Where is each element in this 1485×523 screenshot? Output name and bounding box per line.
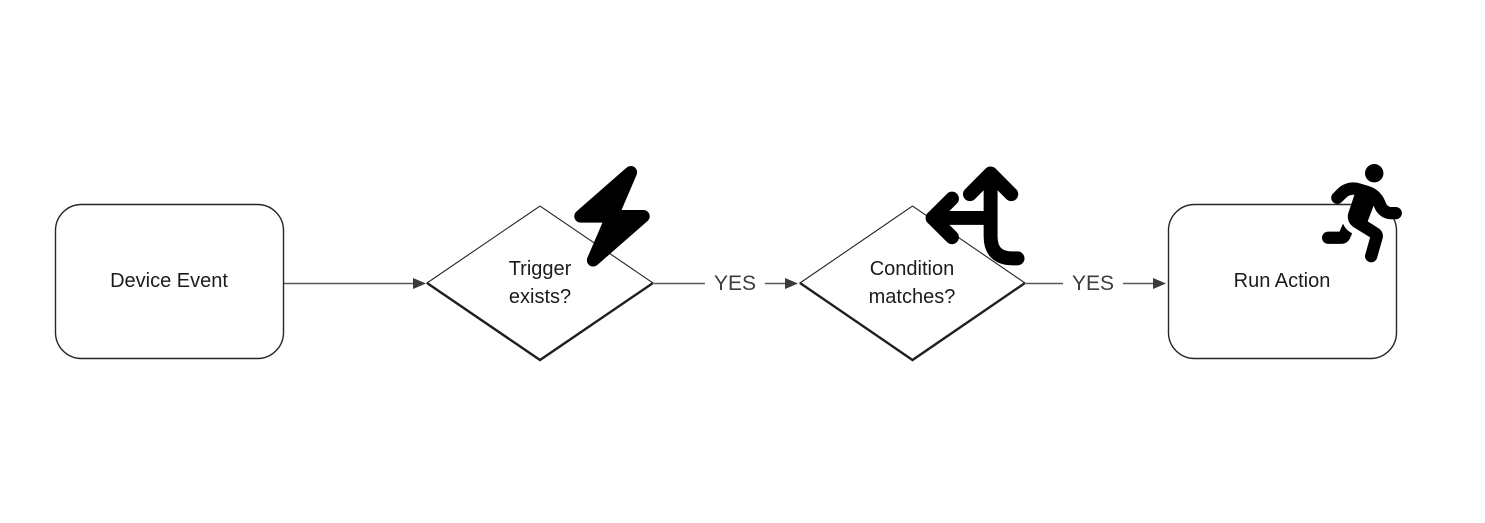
edge-label-yes-trigger: YES (704, 271, 766, 297)
edge-label-yes-condition: YES (1062, 271, 1124, 297)
condition-matches-label: Condition matches? (868, 257, 956, 308)
person-running-icon (1322, 164, 1402, 263)
arrowhead (413, 278, 426, 289)
lightning-bolt-icon (574, 165, 650, 267)
arrowhead (1153, 278, 1166, 289)
condition-matches-node (799, 205, 1026, 362)
arrows-split-up-left-icon (925, 166, 1025, 266)
run-action-label: Run Action (1233, 270, 1331, 293)
device-event-node (54, 203, 285, 360)
trigger-exists-label: Trigger exists? (508, 257, 572, 308)
connector-device-event-to-trigger (284, 278, 426, 289)
arrowhead (785, 278, 798, 289)
device-event-label: Device Event (110, 270, 228, 293)
